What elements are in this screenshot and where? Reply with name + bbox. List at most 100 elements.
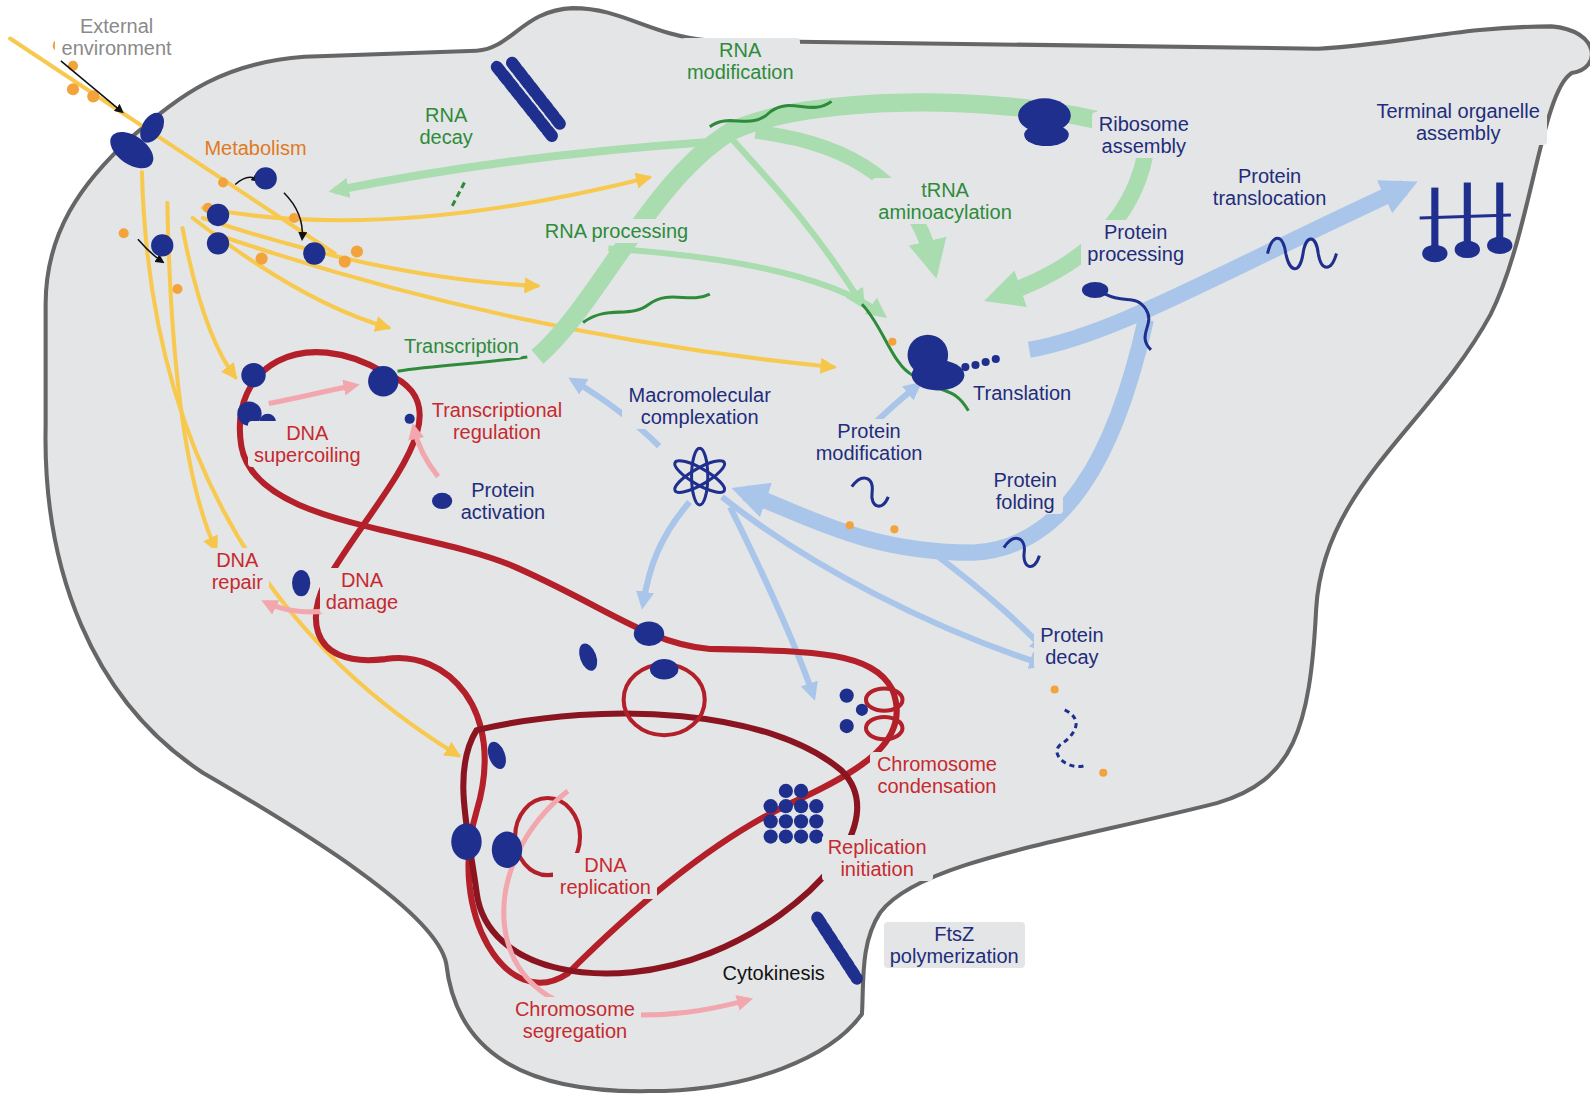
protein-arrows xyxy=(1029,188,1404,350)
process-label: Translation xyxy=(970,381,1074,405)
dnaa-complex xyxy=(764,784,824,844)
process-label: RNA decay xyxy=(413,103,479,149)
protein-molecules xyxy=(405,414,415,424)
protein-chains xyxy=(852,478,889,506)
process-label: Cytokinesis xyxy=(720,961,828,985)
process-label: Terminal organelle assembly xyxy=(1369,99,1547,145)
metabolite-dots xyxy=(218,177,228,187)
chromosome xyxy=(866,717,903,739)
process-label: Protein decay xyxy=(1034,623,1110,669)
rna-strands xyxy=(397,357,527,371)
process-label: DNA replication xyxy=(553,853,657,899)
protein-chains xyxy=(671,455,728,497)
cell-illustration xyxy=(10,8,1590,1091)
metabolism-arrows xyxy=(213,233,834,367)
dnaa-complex xyxy=(764,814,778,828)
rna-strands xyxy=(583,294,710,322)
terminal-organelle xyxy=(1496,183,1503,244)
enzyme-steps xyxy=(61,61,122,112)
metabolism-arrows xyxy=(203,218,538,286)
chromosome xyxy=(240,352,903,982)
protein-molecules xyxy=(104,98,1109,868)
metabolite-dots xyxy=(351,245,363,257)
protein-molecules xyxy=(576,641,601,673)
process-label: RNA modification xyxy=(681,38,800,84)
rna-strands xyxy=(710,101,832,126)
protein-molecules xyxy=(303,242,325,264)
process-label: Chromosome segregation xyxy=(508,997,641,1043)
dnaa-complex xyxy=(794,784,808,798)
metabolite-dots xyxy=(172,284,182,294)
protein-molecules xyxy=(151,234,173,256)
protein-molecules xyxy=(971,361,979,369)
process-label: Transcriptional regulation xyxy=(425,398,568,444)
process-label: Macromolecular complexation xyxy=(622,383,777,429)
metabolism-arrows xyxy=(167,203,216,550)
process-label: Protein processing xyxy=(1081,220,1190,266)
protein-molecules xyxy=(207,232,229,254)
protein-molecules xyxy=(961,363,969,371)
rna-strands xyxy=(397,101,968,410)
protein-molecules xyxy=(451,823,481,860)
rna-strands xyxy=(862,304,968,410)
dnaa-complex xyxy=(794,799,808,813)
dnaa-complex xyxy=(779,829,793,843)
protein-arrows xyxy=(745,319,1146,552)
dnaa-complex xyxy=(779,784,793,798)
protein-molecules xyxy=(650,659,678,679)
process-label: Metabolism xyxy=(201,136,309,160)
terminal-organelle xyxy=(1458,244,1476,254)
protein-molecules xyxy=(135,109,169,147)
protein-molecules xyxy=(840,719,854,733)
regulation-arrows xyxy=(269,385,355,403)
dnaa-complex xyxy=(809,814,823,828)
metabolism-arrows xyxy=(10,39,334,254)
protein-molecules xyxy=(634,622,664,646)
process-label: Ribosome assembly xyxy=(1092,112,1195,158)
protein-molecules xyxy=(368,366,398,396)
process-label: RNA processing xyxy=(542,219,691,243)
process-label: Transcription xyxy=(401,334,522,358)
process-label: DNA repair xyxy=(205,548,269,594)
dnaa-complex xyxy=(809,799,823,813)
process-label: Protein activation xyxy=(454,478,551,524)
dnaa-complex xyxy=(779,814,793,828)
enzyme-steps xyxy=(284,193,302,239)
process-label: Protein translocation xyxy=(1207,164,1333,210)
protein-molecules xyxy=(492,832,522,869)
protein-molecules xyxy=(1024,124,1069,146)
process-label: DNA damage xyxy=(320,568,405,614)
protein-molecules xyxy=(432,493,452,509)
rna-arrows xyxy=(335,142,710,191)
protein-chains xyxy=(671,455,728,497)
process-label: External environment xyxy=(55,14,178,60)
protein-chains xyxy=(1004,538,1039,566)
protein-molecules xyxy=(484,739,509,771)
process-label: Chromosome condensation xyxy=(870,752,1003,798)
process-label: Protein folding xyxy=(987,468,1063,514)
protein-molecules xyxy=(255,167,277,189)
process-label: Replication initiation xyxy=(822,835,933,881)
protein-molecules xyxy=(856,704,868,716)
protein-chains xyxy=(692,448,708,505)
small-ligands xyxy=(888,338,896,346)
small-ligands xyxy=(890,525,898,533)
dnaa-complex xyxy=(794,829,808,843)
dnaa-complex xyxy=(764,799,778,813)
terminal-organelle xyxy=(1420,183,1511,259)
rna-arrows xyxy=(730,137,862,304)
terminal-organelle xyxy=(1431,188,1438,252)
chromosome xyxy=(240,352,897,982)
metabolism-arrows xyxy=(142,172,458,755)
metabolite-dots xyxy=(289,213,299,223)
small-ligands xyxy=(1051,685,1059,693)
terminal-organelle xyxy=(1420,215,1511,218)
metabolite-dots xyxy=(67,83,79,95)
process-label: tRNA aminoacylation xyxy=(872,178,1018,224)
dnaa-complex xyxy=(764,829,778,843)
rna-arrows xyxy=(335,102,1146,357)
protein-molecules xyxy=(207,204,229,226)
process-label: Protein modification xyxy=(810,419,929,465)
